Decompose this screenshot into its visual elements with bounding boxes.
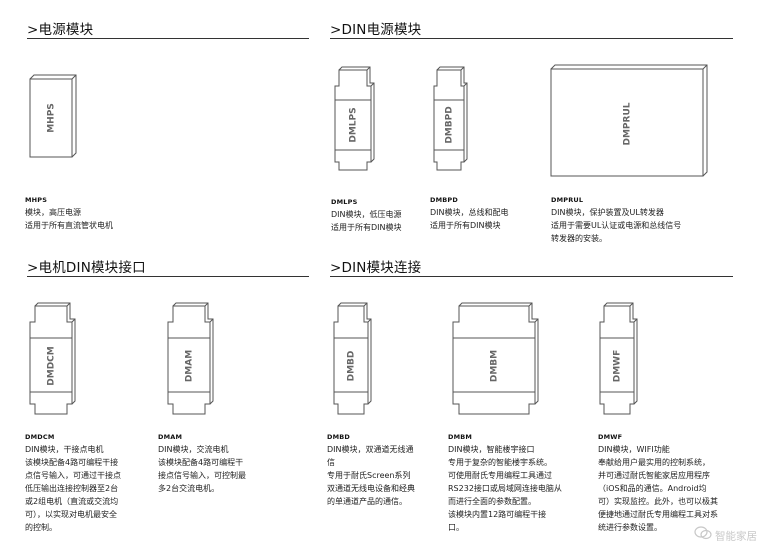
dmam-description: DIN模块，交流电机 该模块配备4路可编程干 接点信号输入，可控制最 多2台交流… (158, 445, 246, 493)
mhps-code: MHPS (25, 196, 48, 204)
dmbd-module: DMBD (330, 300, 376, 418)
dmprul-module: DMPRUL (549, 64, 711, 180)
dmprul-description: DIN模块，保护装置及UL转发器 适用于需要UL认证或电源和总线信号 转发器的安… (551, 208, 682, 243)
section-title-din-power: >DIN电源模块 (330, 22, 422, 38)
dmdcm-module: DMDCM (26, 300, 80, 418)
watermark-text: 智能家居 (715, 530, 757, 543)
watermark: 智能家居 (607, 526, 757, 546)
section-rule-power (27, 38, 309, 39)
dmbpd-description: DIN模块，总线和配电 适用于所有DIN模块 (430, 208, 509, 230)
dmbd-module-label: DMBD (347, 351, 357, 382)
dmbm-code: DMBM (448, 433, 473, 441)
dmam-module: DMAM (164, 300, 218, 418)
dmlps-module-label: DMLPS (349, 107, 359, 142)
dmbm-module: DMBM (449, 300, 545, 418)
dmprul-code: DMPRUL (551, 196, 584, 204)
section-rule-din-link (330, 276, 733, 277)
dmprul-module-label: DMPRUL (623, 102, 633, 145)
chat-bubble-icon (694, 526, 712, 547)
dmbd-description: DIN模块，双通道无线通 信 专用于耐氏Screen系列 双通道无线电设备和经典… (327, 445, 415, 506)
section-rule-motor (27, 276, 309, 277)
section-rule-din-power (330, 38, 733, 39)
dmlps-module: DMLPS (331, 64, 377, 172)
dmdcm-module-label: DMDCM (47, 346, 57, 386)
dmlps-code: DMLPS (331, 198, 358, 206)
dmlps-description: DIN模块，低压电源 适用于所有DIN模块 (331, 210, 402, 232)
mhps-description: 模块，高压电源 适用于所有直流管状电机 (25, 208, 113, 230)
dmbpd-code: DMBPD (430, 196, 458, 204)
dmbm-module-label: DMBM (490, 350, 500, 382)
dmbpd-module: DMBPD (430, 64, 470, 172)
dmdcm-description: DIN模块，干接点电机 该模块配备4路可编程干接 点信号输入，可通过干接点 低压… (25, 445, 121, 532)
dmbd-code: DMBD (327, 433, 351, 441)
dmbpd-module-label: DMBPD (445, 106, 455, 143)
dmwf-code: DMWF (598, 433, 623, 441)
dmdcm-code: DMDCM (25, 433, 55, 441)
section-title-din-link: >DIN模块连接 (330, 260, 422, 276)
dmbm-description: DIN模块，智能楼宇接口 专用于复杂的智能楼宇系统。 可使用耐氏专用编程工具通过… (448, 445, 562, 532)
dmwf-module: DMWF (596, 300, 642, 418)
dmam-module-label: DMAM (185, 350, 195, 382)
dmam-code: DMAM (158, 433, 183, 441)
section-title-power: >电源模块 (27, 22, 94, 38)
dmwf-module-label: DMWF (613, 350, 623, 383)
section-title-motor: >电机DIN模块接口 (27, 260, 146, 276)
dmwf-description: DIN模块，WIFI功能 奉献给用户最实用的控制系统， 并可通过耐氏智能家居应用… (598, 445, 718, 532)
mhps-module-label: MHPS (47, 103, 57, 133)
mhps-module: MHPS (26, 74, 77, 161)
